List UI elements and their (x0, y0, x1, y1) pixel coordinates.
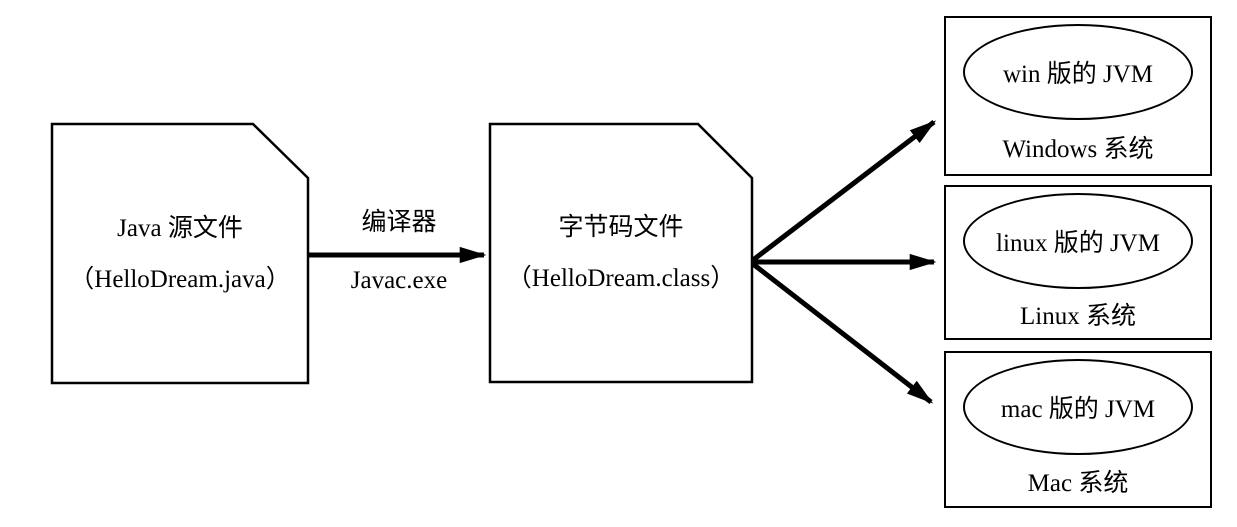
linux-jvm-ellipse: linux 版的 JVM (963, 193, 1193, 289)
source-file-label: Java 源文件 （HelloDream.java） (52, 124, 308, 383)
arrow-to-windows (751, 120, 937, 262)
linux-platform-box: linux 版的 JVM Linux 系统 (944, 185, 1212, 340)
linux-jvm-label: linux 版的 JVM (996, 230, 1160, 257)
bytecode-file-filename: （HelloDream.class） (506, 265, 736, 292)
bytecode-file-title: 字节码文件 (558, 214, 684, 241)
mac-jvm-label: mac 版的 JVM (1000, 396, 1156, 423)
compiler-label: 编译器 (361, 209, 437, 236)
windows-platform-box: win 版的 JVM Windows 系统 (944, 16, 1212, 176)
arrow-to-mac (751, 262, 934, 404)
javac-label: Javac.exe (350, 267, 448, 294)
mac-os-label: Mac 系统 (1027, 469, 1129, 497)
bytecode-file-shape (488, 122, 754, 384)
mac-jvm-ellipse: mac 版的 JVM (963, 359, 1193, 455)
source-file-shape (50, 122, 310, 385)
source-file-title: Java 源文件 (117, 214, 243, 242)
windows-jvm-label: win 版的 JVM (1002, 61, 1153, 88)
windows-jvm-ellipse: win 版的 JVM (963, 24, 1193, 120)
windows-os-label: Windows 系统 (1002, 136, 1154, 163)
linux-os-label: Linux 系统 (1020, 302, 1136, 330)
bytecode-file-label: 字节码文件 （HelloDream.class） (490, 124, 752, 382)
source-file-filename: （HelloDream.java） (69, 265, 291, 293)
mac-platform-box: mac 版的 JVM Mac 系统 (944, 351, 1212, 508)
